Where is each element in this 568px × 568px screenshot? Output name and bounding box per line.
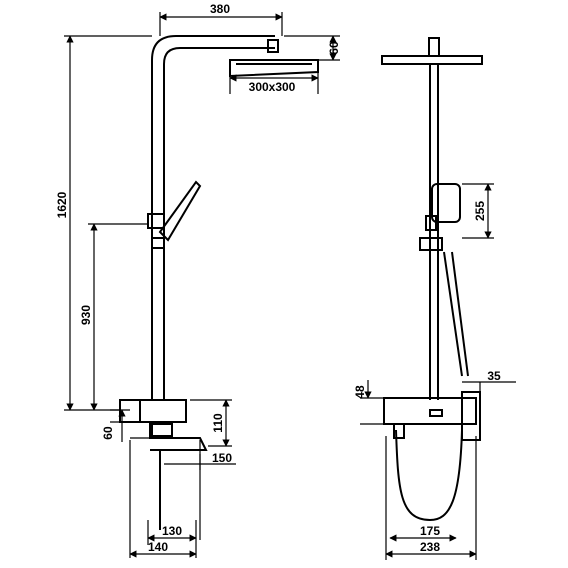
dim-total-height: 1620 (55, 191, 69, 218)
dim-overall-width: 238 (420, 540, 440, 554)
head-connector (267, 39, 279, 53)
front-knob (461, 391, 481, 441)
diverter (151, 423, 173, 437)
front-view: 255 48 35 175 238 (353, 37, 516, 560)
dim-spout-height: 110 (211, 413, 225, 433)
dim-arm-reach: 380 (210, 2, 230, 16)
dim-spout-reach: 150 (212, 451, 232, 465)
front-spout-outlet (393, 423, 405, 439)
mixer-knob (119, 399, 141, 423)
dim-head-size: 300x300 (249, 80, 296, 94)
front-head-connector (428, 37, 440, 57)
dim-handle-height: 930 (79, 305, 93, 325)
dim-valve-width-inner: 130 (162, 524, 182, 538)
dim-head-height: 60 (327, 41, 341, 55)
slide-knob (151, 237, 165, 249)
dim-handset-length: 255 (473, 201, 487, 221)
dim-valve-width-outer: 140 (148, 540, 168, 554)
shower-head (229, 59, 319, 78)
dim-mount-width: 175 (420, 524, 440, 538)
front-handset-face (431, 183, 461, 223)
dim-valve-depth: 60 (101, 426, 115, 440)
front-handset-holder (419, 237, 443, 251)
mixer-valve (139, 399, 187, 423)
side-view: 380 60 300x300 1620 930 60 110 150 (55, 2, 341, 558)
front-shower-head (381, 55, 483, 65)
dim-holder-offset: 35 (487, 369, 501, 383)
front-display (429, 409, 443, 417)
riser-pipe (151, 35, 275, 400)
slide-holder (147, 213, 165, 229)
hand-shower (158, 180, 202, 242)
front-hose (443, 251, 469, 377)
front-mixer-valve (383, 397, 477, 425)
dim-valve-height: 48 (353, 385, 367, 399)
